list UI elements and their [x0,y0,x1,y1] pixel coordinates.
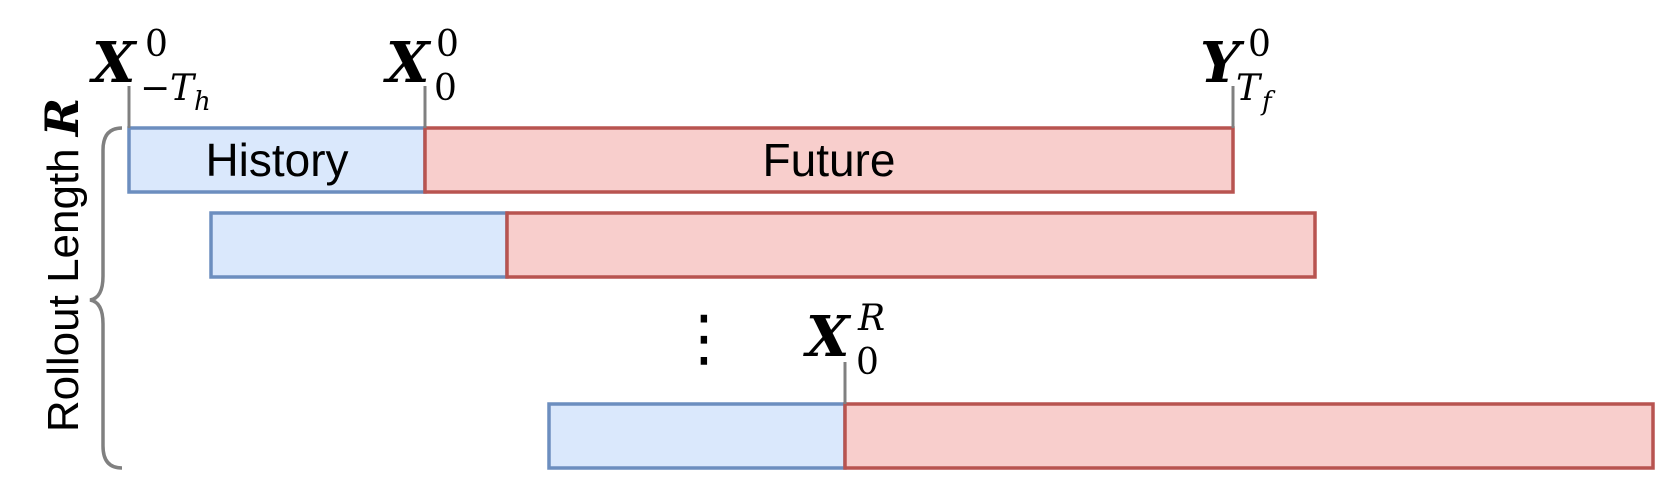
history-box [547,402,847,470]
svg-text:Rollout Length R: Rollout Length R [35,98,89,432]
svg-text:Y: Y [1200,30,1245,96]
svg-text:R: R [857,298,885,339]
svg-text:X: X [803,304,852,370]
future-box [505,211,1317,279]
rollout-length-symbol: R [35,98,89,138]
svg-text:f: f [1260,87,1276,117]
rollout-length-label: Rollout Length R [35,98,89,432]
svg-text:h: h [194,87,211,117]
svg-text:0: 0 [856,342,879,383]
marker-history-end: X 0 0 [383,24,459,109]
svg-text:X: X [383,30,432,96]
svg-text:X: X [89,30,138,96]
marker-rollout-r: X R 0 [803,298,885,383]
future-box [843,402,1655,470]
future-label: Future [763,134,896,186]
svg-text:0: 0 [1248,24,1271,65]
svg-text:−: − [140,68,170,109]
history-label: History [205,134,348,186]
svg-text:T: T [170,68,197,109]
future-box [423,126,1235,194]
svg-text:0: 0 [434,68,457,109]
history-box [127,126,427,194]
history-box [209,211,509,279]
rollout-brace [89,126,123,470]
svg-text:0: 0 [145,24,168,65]
ellipsis-dots: ⋮ [673,301,735,374]
rollout-row-2 [209,211,1317,279]
rollout-length-text: Rollout Length [39,136,88,432]
svg-text:T: T [1236,68,1263,109]
svg-text:0: 0 [436,24,459,65]
marker-future-end: Y 0 T f [1200,24,1276,117]
rollout-row-3 [547,402,1655,470]
marker-history-start: X 0 − T h [89,24,211,117]
rollout-row-1: History Future [127,126,1235,194]
